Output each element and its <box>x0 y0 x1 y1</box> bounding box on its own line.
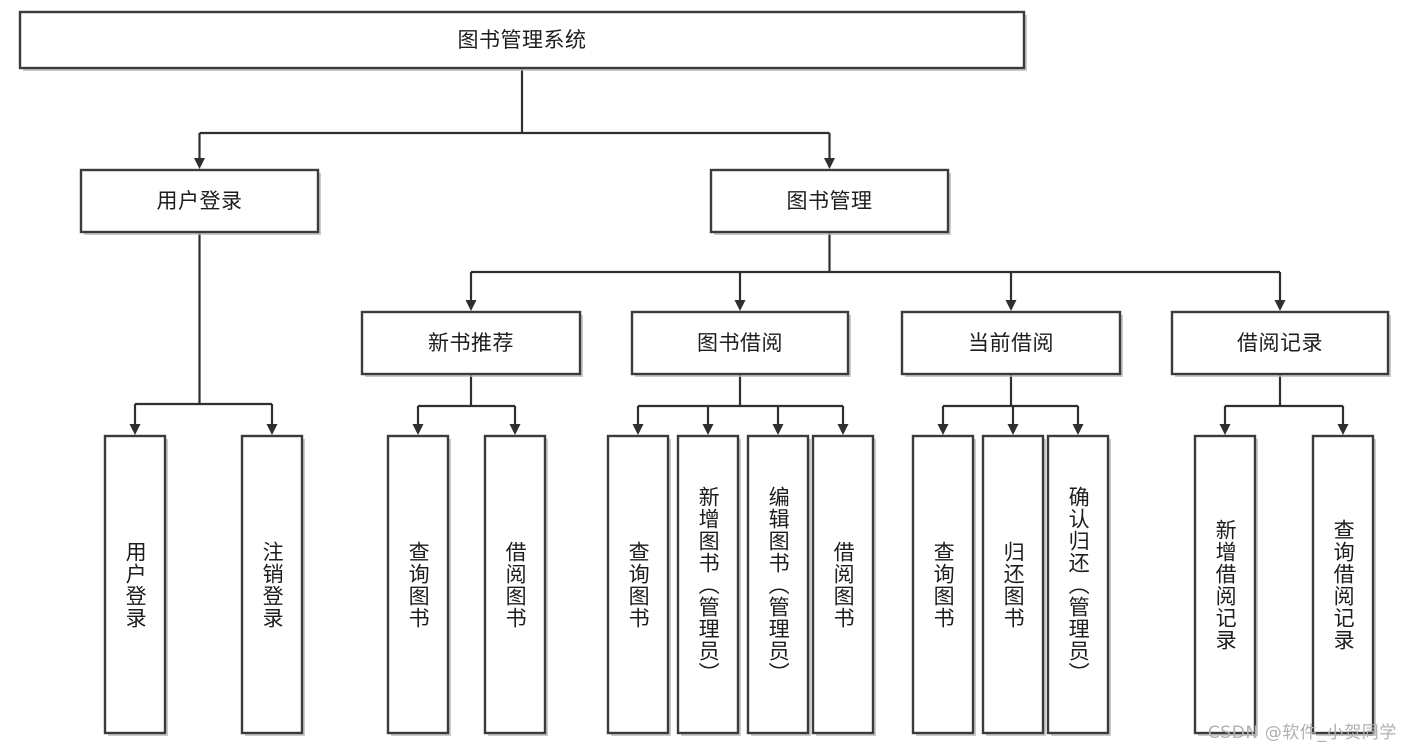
node-box-leaf-add-book-admin[interactable] <box>676 434 740 735</box>
node-box-leaf-logout[interactable] <box>240 434 304 735</box>
node-box-user-login[interactable] <box>79 168 320 234</box>
node-box-leaf-query-book-recommend[interactable] <box>386 434 450 735</box>
node-label-borrow-record: 借阅记录 <box>1237 331 1323 355</box>
node-box-leaf-query-book-current[interactable] <box>911 434 975 735</box>
node-box-leaf-query-borrow-record[interactable] <box>1311 434 1375 735</box>
node-box-leaf-return-book[interactable] <box>981 434 1045 735</box>
node-box-root[interactable] <box>18 10 1026 70</box>
node-box-leaf-user-login[interactable] <box>103 434 167 735</box>
node-box-leaf-borrow-book[interactable] <box>811 434 875 735</box>
node-box-current-borrow[interactable] <box>900 310 1122 376</box>
node-box-leaf-query-book-borrow[interactable] <box>606 434 670 735</box>
connectors-layer <box>129 68 1349 435</box>
boxes-layer <box>18 10 1391 736</box>
csdn-watermark: CSDN @软件_小贺同学 <box>1207 723 1397 743</box>
node-box-borrow-record[interactable] <box>1170 310 1390 376</box>
node-label-book-borrow: 图书借阅 <box>697 331 783 355</box>
node-box-leaf-borrow-book-recommend[interactable] <box>483 434 547 735</box>
node-label-book-management: 图书管理 <box>787 189 873 213</box>
node-label-current-borrow: 当前借阅 <box>968 331 1054 355</box>
node-box-leaf-confirm-return-admin[interactable] <box>1046 434 1110 735</box>
node-box-book-borrow[interactable] <box>630 310 850 376</box>
node-box-leaf-edit-book-admin[interactable] <box>746 434 810 735</box>
node-label-user-login: 用户登录 <box>157 189 243 213</box>
node-box-book-management[interactable] <box>709 168 950 234</box>
node-label-new-book-recommend: 新书推荐 <box>428 331 514 355</box>
node-box-new-book-recommend[interactable] <box>360 310 582 376</box>
node-label-root: 图书管理系统 <box>458 28 587 52</box>
node-box-leaf-add-borrow-record[interactable] <box>1193 434 1257 735</box>
